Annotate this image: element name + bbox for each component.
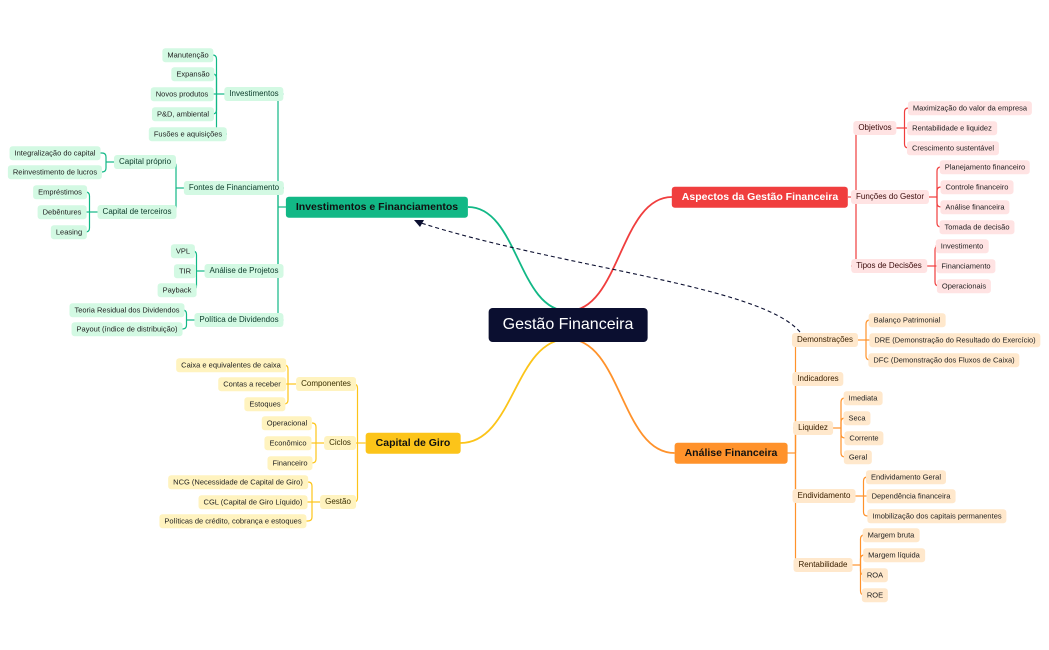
central-topic[interactable]: Gestão Financeira — [488, 308, 648, 342]
leaf-aspectos-0-2[interactable]: Crescimento sustentável — [906, 141, 1000, 155]
bracket-capital_giro-0 — [283, 364, 296, 405]
node-analise-2[interactable]: Liquidez — [793, 421, 833, 435]
leaf-aspectos-1-3[interactable]: Tomada de decisão — [939, 220, 1015, 234]
leaf-analise-4-1[interactable]: Margem líquida — [863, 548, 925, 562]
leaf-investimentos-2-1[interactable]: TIR — [173, 264, 197, 278]
leaf-investimentos-3-0[interactable]: Teoria Residual dos Dividendos — [69, 303, 185, 317]
leaf-analise-3-1[interactable]: Dependência financeira — [866, 489, 956, 503]
leaf-analise-3-0[interactable]: Endividamento Geral — [865, 470, 947, 484]
node-aspectos-0[interactable]: Objetivos — [853, 121, 897, 135]
leaf-analise-2-2[interactable]: Corrente — [844, 431, 884, 445]
leaf-analise-4-0[interactable]: Margem bruta — [862, 528, 920, 542]
node-analise-0[interactable]: Demonstrações — [791, 333, 859, 347]
leaf-investimentos-0-1[interactable]: Expansão — [171, 67, 215, 81]
leaf-aspectos-0-1[interactable]: Rentabilidade e liquidez — [907, 121, 997, 135]
node-analise-1[interactable]: Indicadores — [792, 372, 844, 386]
leaf-aspectos-2-1[interactable]: Financiamento — [936, 259, 996, 273]
leaf-investimentos-2-2[interactable]: Payback — [157, 283, 197, 297]
node-investimentos-3[interactable]: Política de Dividendos — [194, 313, 284, 327]
node-analise-4[interactable]: Rentabilidade — [793, 558, 853, 572]
bracket-aspectos-1 — [929, 166, 942, 228]
node-investimentos-1-0[interactable]: Capital próprio — [113, 155, 177, 169]
leaf-aspectos-0-0[interactable]: Maximização do valor da empresa — [907, 101, 1033, 115]
edge-root-investimentos — [467, 206, 569, 312]
leaf-investimentos-1-1-1[interactable]: Debêntures — [37, 205, 87, 219]
edge-root-aspectos — [567, 196, 673, 312]
bracket-capital_giro-2 — [306, 481, 320, 522]
leaf-aspectos-1-1[interactable]: Controle financeiro — [940, 180, 1014, 194]
relation-arrow-icon — [414, 220, 424, 227]
leaf-investimentos-3-1[interactable]: Payout (índice de distribuição) — [71, 322, 183, 336]
leaf-capital_giro-0-0[interactable]: Caixa e equivalentes de caixa — [176, 358, 286, 372]
leaf-analise-2-1[interactable]: Seca — [843, 411, 871, 425]
bracket-capital_giro-1 — [311, 422, 324, 464]
leaf-analise-0-0[interactable]: Balanço Patrimonial — [868, 313, 946, 327]
node-investimentos-2[interactable]: Análise de Projetos — [204, 264, 284, 278]
leaf-investimentos-0-3[interactable]: P&D, ambiental — [151, 107, 215, 121]
bracket-investimentos — [273, 93, 286, 321]
leaf-capital_giro-2-2[interactable]: Políticas de crédito, cobrança e estoque… — [159, 514, 307, 528]
leaf-investimentos-1-0-1[interactable]: Reinvestimento de lucros — [7, 165, 103, 179]
branch-investimentos[interactable]: Investimentos e Financiamentos — [285, 196, 469, 218]
node-capital-giro-0[interactable]: Componentes — [296, 377, 356, 391]
branch-analise[interactable]: Análise Financeira — [674, 442, 788, 464]
bracket-investimentos-1-0 — [100, 152, 114, 173]
leaf-capital_giro-0-2[interactable]: Estoques — [244, 397, 286, 411]
branch-capital-giro[interactable]: Capital de Giro — [365, 432, 461, 454]
leaf-investimentos-2-0[interactable]: VPL — [170, 244, 196, 258]
leaf-investimentos-0-2[interactable]: Novos produtos — [150, 87, 214, 101]
edge-root-capital_giro — [460, 338, 569, 444]
leaf-aspectos-2-0[interactable]: Investimento — [935, 239, 989, 253]
leaf-investimentos-0-4[interactable]: Fusões e aquisições — [148, 127, 228, 141]
leaf-investimentos-1-1-0[interactable]: Empréstimos — [33, 185, 87, 199]
node-analise-3[interactable]: Endividamento — [792, 489, 856, 503]
leaf-capital_giro-2-0[interactable]: NCG (Necessidade de Capital de Giro) — [168, 475, 308, 489]
leaf-investimentos-0-0[interactable]: Manutenção — [162, 48, 214, 62]
leaf-investimentos-1-1-2[interactable]: Leasing — [50, 225, 88, 239]
leaf-investimentos-1-0-0[interactable]: Integralização do capital — [9, 146, 101, 160]
leaf-capital_giro-0-1[interactable]: Contas a receber — [218, 377, 286, 391]
node-investimentos-1-1[interactable]: Capital de terceiros — [97, 205, 177, 219]
node-aspectos-2[interactable]: Tipos de Decisões — [851, 259, 927, 273]
leaf-capital_giro-2-1[interactable]: CGL (Capital de Giro Líquido) — [198, 495, 308, 509]
leaf-aspectos-2-2[interactable]: Operacionais — [936, 279, 992, 293]
leaf-analise-3-2[interactable]: Imobilização dos capitais permanentes — [867, 509, 1007, 523]
leaf-capital_giro-1-1[interactable]: Econômico — [264, 436, 312, 450]
leaf-analise-0-2[interactable]: DFC (Demonstração dos Fluxos de Caixa) — [868, 353, 1020, 367]
leaf-analise-0-1[interactable]: DRE (Demonstração do Resultado do Exercí… — [869, 333, 1041, 347]
edge-root-analise — [567, 338, 675, 454]
leaf-aspectos-1-0[interactable]: Planejamento financeiro — [939, 160, 1031, 174]
leaf-analise-4-3[interactable]: ROE — [861, 588, 889, 602]
node-capital-giro-1[interactable]: Ciclos — [324, 436, 356, 450]
leaf-analise-4-2[interactable]: ROA — [861, 568, 889, 582]
bracket-analise-4 — [852, 534, 865, 596]
node-investimentos-0[interactable]: Investimentos — [224, 87, 284, 101]
leaf-capital_giro-1-0[interactable]: Operacional — [261, 416, 313, 430]
relation-dashed-edge — [417, 221, 801, 333]
node-capital-giro-2[interactable]: Gestão — [320, 495, 356, 509]
leaf-analise-2-3[interactable]: Geral — [843, 450, 873, 464]
leaf-analise-2-0[interactable]: Imediata — [843, 391, 883, 405]
node-aspectos-1[interactable]: Funções do Gestor — [850, 190, 930, 204]
leaf-capital_giro-1-2[interactable]: Financeiro — [267, 456, 313, 470]
bracket-investimentos-1-1 — [85, 191, 98, 233]
bracket-analise-2 — [833, 397, 846, 458]
node-investimentos-1[interactable]: Fontes de Financiamento — [183, 181, 285, 195]
leaf-aspectos-1-2[interactable]: Análise financeira — [940, 200, 1010, 214]
branch-aspectos[interactable]: Aspectos da Gestão Financeira — [671, 186, 849, 208]
